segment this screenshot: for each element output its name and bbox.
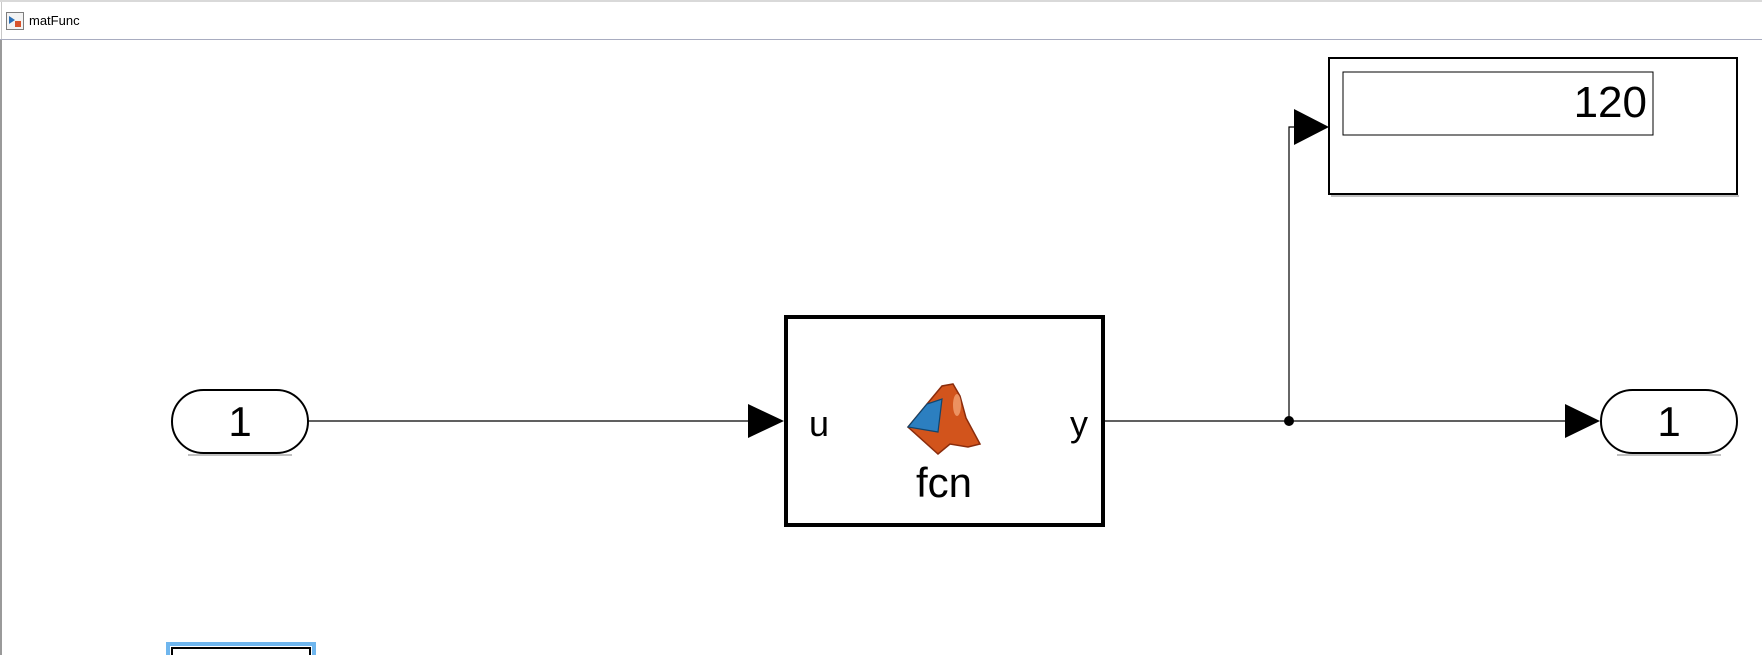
selection-highlight bbox=[166, 642, 316, 655]
tab-bar-edge bbox=[0, 0, 1762, 2]
model-canvas[interactable]: 1 u y fcn 120 1 bbox=[0, 40, 1762, 655]
fcn-output-port-label: y bbox=[1070, 403, 1088, 444]
fcn-input-port-label: u bbox=[809, 403, 829, 444]
editor-tab-bar: matFunc bbox=[0, 0, 1762, 40]
partial-block-frame bbox=[171, 647, 311, 655]
selected-block-partial[interactable] bbox=[166, 642, 316, 655]
signal-branch-to-display[interactable] bbox=[1288, 126, 1302, 421]
branch-point bbox=[1284, 416, 1294, 426]
block-diagram: 1 u y fcn 120 1 bbox=[166, 57, 1739, 655]
matlab-logo-icon bbox=[906, 383, 982, 455]
display-value-box bbox=[1342, 71, 1654, 136]
model-tab-label: matFunc bbox=[29, 13, 80, 28]
display-input-arrow bbox=[1294, 109, 1329, 145]
display-value: 120 bbox=[1574, 78, 1647, 127]
inport-shape bbox=[171, 389, 309, 454]
simulink-model-icon bbox=[6, 11, 24, 30]
model-tab[interactable]: matFunc bbox=[1, 2, 90, 39]
outport-label: 1 bbox=[1657, 398, 1680, 445]
display-block[interactable]: 120 bbox=[1328, 57, 1739, 197]
inport-label: 1 bbox=[228, 398, 251, 445]
outport-shape bbox=[1600, 389, 1738, 454]
matlab-function-block[interactable]: u y fcn bbox=[784, 315, 1105, 527]
outport-input-arrow bbox=[1565, 404, 1600, 438]
outport-block[interactable]: 1 bbox=[1600, 389, 1738, 456]
fcn-name-label: fcn bbox=[916, 459, 972, 506]
fcn-input-arrow bbox=[748, 404, 784, 438]
inport-block[interactable]: 1 bbox=[171, 389, 309, 456]
